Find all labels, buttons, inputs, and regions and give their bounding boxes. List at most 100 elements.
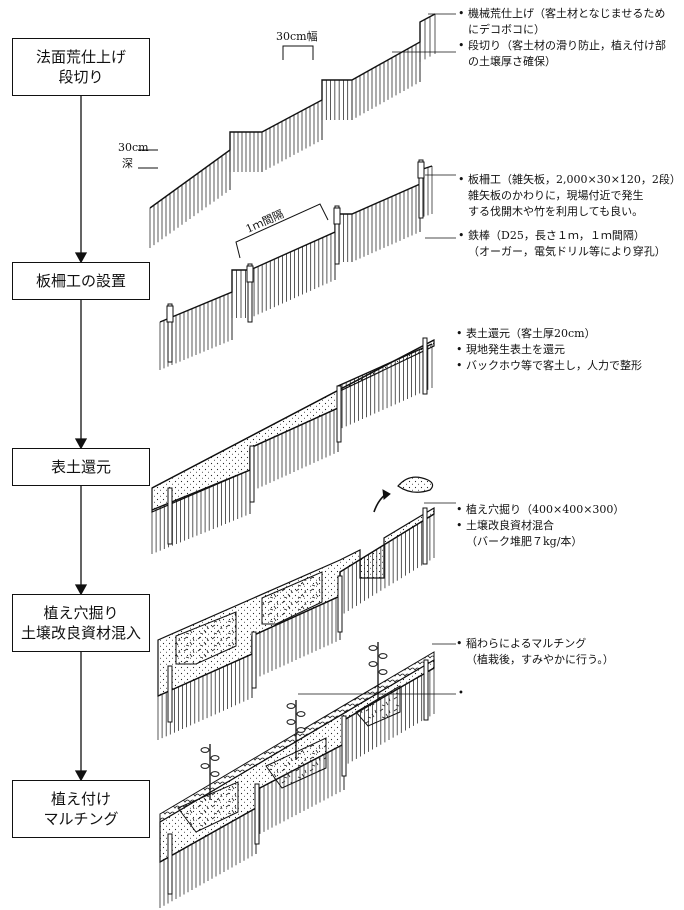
step-box-topsoil-return: 表土還元 [12,448,150,486]
fence-board [417,161,425,179]
note-item: • 板柵工（雑矢板，2,000×30×120，2段） 雑矢板のかわりに，現場付近… [458,172,681,220]
note-line: 雑矢板のかわりに，現場付近で発生 [468,188,644,202]
note-line: • 稲わらによるマルチング [456,637,587,650]
fence-board [333,207,341,225]
slope-profiles [138,13,456,908]
stage2-slope [159,159,456,370]
note-item: • 段切り（客土材の滑り防止，植え付け部 の土壌厚さ確保） [458,38,666,70]
depth-dimension-label-2: 深 [122,157,133,170]
steel-stake [167,303,173,363]
amended-soil [175,611,237,665]
flow-arrow-head [74,584,88,596]
stage1-profile [149,13,436,209]
steel-stake [337,575,343,633]
seedling [200,744,220,800]
fence-board [166,305,174,323]
step-box-planting-mulching: 植え付け マルチング [12,780,150,838]
note-line: • 表土還元（客土厚20cm） [456,327,596,340]
note-line: （植栽後，すみやかに行う。） [466,652,614,666]
steel-stake [251,631,257,689]
amended-soil [355,685,401,727]
step-line: 植え穴掘り [43,603,119,622]
seedling-leaf [200,763,210,769]
stage4-profile [157,513,435,697]
steel-stake [418,159,424,219]
stage1-slope [138,13,456,248]
fence-board [246,265,254,283]
step-line: 植え付け [50,789,111,808]
flow-arrow-head [74,770,88,782]
step-line: 法面荒仕上げ [35,47,126,66]
width-bracket [282,45,314,60]
note-line: （バーク堆肥７kg/本） [466,534,583,548]
note-line: • 板柵工（雑矢板，2,000×30×120，2段） [458,173,681,186]
steel-stake [167,665,173,723]
note-item: • 機械荒仕上げ（客土材となじませるため にデコボコに） [458,6,666,38]
seedling-leaf [210,771,220,777]
note-line: にデコボコに） [468,22,545,36]
flow-arrow-head [74,252,88,264]
seedling-leaf [368,645,378,651]
step-line: 板柵工の設置 [35,271,126,290]
steel-stake [167,833,173,895]
note-line: する伐開木や竹を利用しても良い。 [468,204,644,218]
step-line: 段切り [58,68,104,86]
note-line: • 現地発生表土を還元 [456,342,565,356]
steel-stake [422,337,428,395]
steel-stake [422,507,428,565]
straw-mulch [159,651,435,823]
steel-stake [334,205,340,265]
flow-arrow-head [74,438,88,450]
dig-arrow-head [382,489,391,500]
step-line: 土壌改良資材混入 [20,624,141,642]
seedling-leaf [286,703,296,709]
note-line: • 土壌改良資材混合 [456,518,554,532]
steel-stake [247,263,253,323]
amended-soil [177,781,239,833]
step-box-fence-install: 板柵工の設置 [12,262,150,300]
flow-arrows [74,96,88,782]
topsoil-surface [151,339,435,489]
seedling-leaf [210,755,220,761]
note-line: • 段切り（客土材の滑り防止，植え付け部 [458,38,666,52]
steel-stake [167,487,173,545]
plant-pointer-bullet: • [458,688,464,699]
stage4-slope [157,476,456,740]
stage5-slope [159,642,456,908]
depth-bracket [138,149,158,169]
stage2-profile [159,165,433,323]
step-box-planting-hole: 植え穴掘り 土壌改良資材混入 [12,594,150,652]
steel-stake [423,659,429,721]
notes-step4: • 植え穴掘り（400×400×300） • 土壌改良資材混合 （バーク堆肥７k… [456,502,624,550]
notes-step1: • 機械荒仕上げ（客土材となじませるため にデコボコに） • 段切り（客土材の滑… [458,6,666,70]
seedling-leaf [378,669,388,675]
note-line: の土壌厚さ確保） [468,54,556,68]
note-line: • バックホウ等で客土し，人力で整形 [456,358,642,372]
note-line: • 植え穴掘り（400×400×300） [456,503,625,516]
seedling-leaf [296,711,306,717]
note-line: • 鉄棒（D25，長さ１ｍ，１ｍ間隔） [458,228,645,242]
note-item: • 鉄棒（D25，長さ１ｍ，１ｍ間隔） （オーガー，電気ドリル等により穿孔） [458,228,681,260]
stage3-profile [151,343,433,511]
depth-dimension-label: 30cm [118,141,149,154]
steel-stake [341,715,347,777]
amended-soil [261,571,323,625]
width-dimension-label: 30cm幅 [276,30,318,43]
seedling-leaf [368,661,378,667]
seedling [368,642,388,700]
notes-step5: • 稲わらによるマルチング （植栽後，すみやかに行う。） [456,636,614,668]
step-box-rough-finish: 法面荒仕上げ 段切り [12,38,150,96]
topsoil-layer [151,339,435,513]
seedling [286,700,306,760]
excavated-pile [397,476,434,493]
seedling-leaf [296,727,306,733]
step-line: 表土還元 [50,457,111,476]
steel-stake [249,445,255,503]
notes-step2: • 板柵工（雑矢板，2,000×30×120，2段） 雑矢板のかわりに，現場付近… [458,172,681,260]
steel-stake [254,783,260,845]
spacing-bracket [235,203,329,259]
note-line: （オーガー，電気ドリル等により穿孔） [468,244,666,258]
step-line: マルチング [43,810,119,828]
amended-soil [265,737,327,789]
